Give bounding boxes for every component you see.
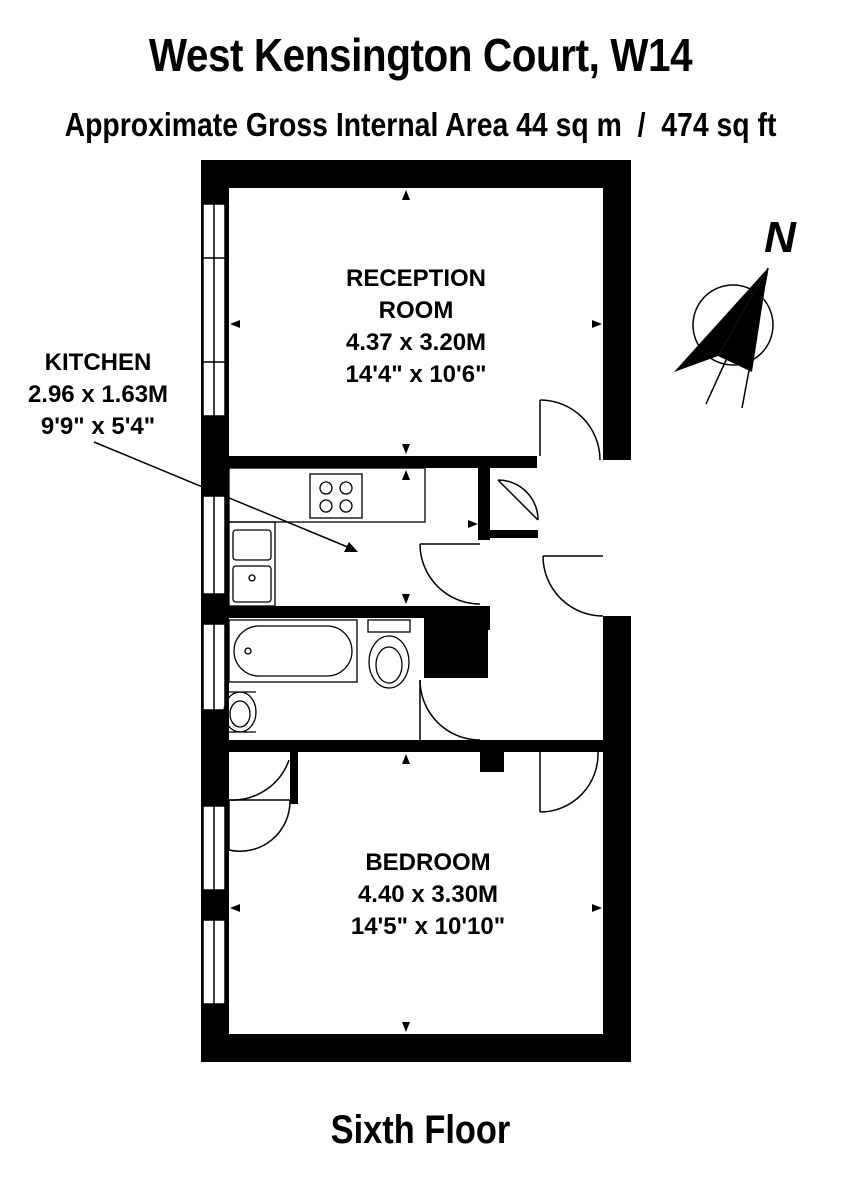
bathroom-fixtures <box>223 619 411 733</box>
bedroom-label: BEDROOM 4.40 x 3.30M 14'5" x 10'10" <box>351 849 505 940</box>
area-subtitle: Approximate Gross Internal Area 44 sq m … <box>64 106 777 143</box>
compass-label: N <box>764 213 797 262</box>
doors <box>228 399 604 852</box>
interior-walls <box>229 456 603 804</box>
reception-label: RECEPTION ROOM 4.37 x 3.20M 14'4" x 10'6… <box>346 265 487 388</box>
kitchen-name: KITCHEN <box>45 349 152 376</box>
kitchen-imperial: 9'9" x 5'4" <box>41 413 155 440</box>
north-arrow-icon: N <box>674 213 797 409</box>
kitchen-label: KITCHEN 2.96 x 1.63M 9'9" x 5'4" <box>28 349 168 440</box>
kitchen-metric: 2.96 x 1.63M <box>28 381 168 408</box>
bedroom-imperial: 14'5" x 10'10" <box>351 913 505 940</box>
reception-metric: 4.37 x 3.20M <box>346 329 486 356</box>
windows-left <box>202 203 226 1005</box>
reception-imperial: 14'4" x 10'6" <box>346 361 487 388</box>
floor-label: Sixth Floor <box>330 1108 511 1152</box>
reception-name-1: RECEPTION <box>346 265 486 292</box>
page-title: West Kensington Court, W14 <box>148 29 693 81</box>
bedroom-name: BEDROOM <box>365 849 490 876</box>
kitchen-pointer <box>93 441 358 552</box>
reception-name-2: ROOM <box>379 297 454 324</box>
bedroom-metric: 4.40 x 3.30M <box>358 881 498 908</box>
dimension-markers <box>230 190 602 1032</box>
kitchen-fixtures <box>228 467 426 607</box>
